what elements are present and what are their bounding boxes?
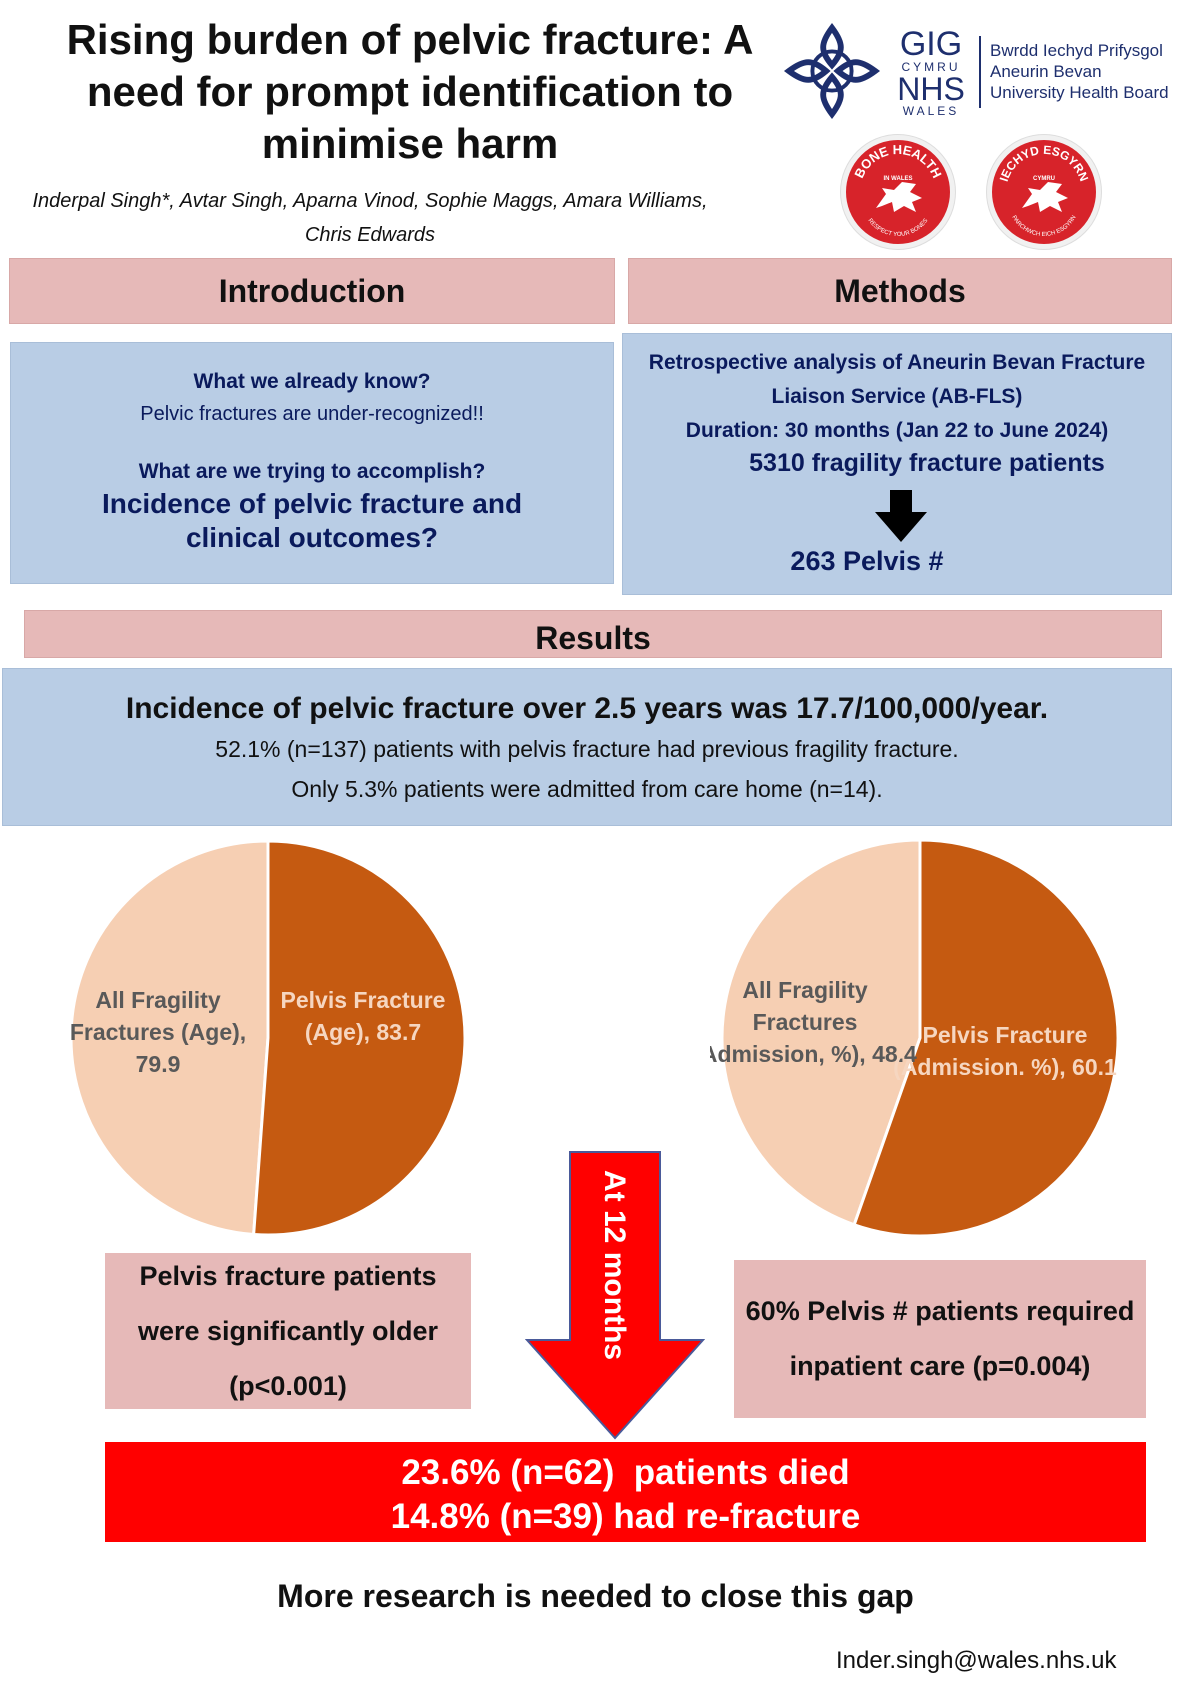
results-summary-box: Incidence of pelvic fracture over 2.5 ye… [2, 668, 1172, 826]
gig-label: GIG [899, 25, 963, 63]
outcomes-box: 23.6% (n=62) patients died 14.8% (n=39) … [105, 1442, 1146, 1542]
celtic-knot-icon [783, 22, 881, 120]
outcome-died: 23.6% (n=62) patients died [401, 1453, 850, 1492]
poster-authors: Inderpal Singh*, Avtar Singh, Aparna Vin… [32, 190, 708, 246]
intro-question-1: What we already know? [193, 370, 431, 393]
intro-question-2: What are we trying to accomplish? [138, 460, 486, 483]
nhs-label: NHS [897, 71, 965, 107]
results-line-2: Only 5.3% patients were admitted from ca… [291, 776, 883, 802]
methods-line-1: Retrospective analysis of Aneurin Bevan … [648, 351, 1146, 374]
methods-heading: Methods [628, 258, 1172, 324]
svg-text:PARCHWCH EICH ESGYRN: PARCHWCH EICH ESGYRN [1010, 215, 1077, 238]
pie-slice [70, 839, 270, 1237]
badge1-mid-text: IN WALES [883, 176, 912, 182]
svg-text:BONE HEALTH: BONE HEALTH [851, 142, 944, 180]
methods-box: Retrospective analysis of Aneurin Bevan … [622, 333, 1172, 595]
outcome-refracture: 14.8% (n=39) had re-fracture [390, 1497, 861, 1536]
conclusion: More research is needed to close this ga… [277, 1578, 914, 1614]
intro-answer-2: Incidence of pelvic fracture and clinica… [101, 488, 523, 553]
cymru-label: CYMRU [901, 60, 961, 74]
iechyd-esgyrn-badge: IECHYD ESGYRN CYMRU PARCHWCH EICH ESGYRN [987, 135, 1101, 249]
badge1-top-text: BONE HEALTH [851, 142, 944, 180]
results-line-1: 52.1% (n=137) patients with pelvis fract… [215, 736, 959, 762]
introduction-box: What we already know? Pelvic fractures a… [10, 342, 614, 584]
pie-slice [852, 838, 1120, 1238]
pie-slice-label: Pelvis Fracture(Age), 83.7 [281, 987, 446, 1045]
logo-divider [979, 36, 981, 108]
intro-answer-1: Pelvic fractures are under-recognized!! [140, 403, 484, 425]
pie-slice [720, 838, 922, 1227]
methods-line-5: 263 Pelvis # [790, 546, 944, 576]
at-12-months-arrow: At 12 months [525, 1151, 705, 1440]
dragon-icon [1022, 182, 1068, 212]
board-name-line2: Aneurin Bevan [990, 62, 1102, 81]
board-name-line3: University Health Board [990, 83, 1169, 102]
finding-age-box: Pelvis fracture patients were significan… [105, 1253, 471, 1409]
at-12-months-label: At 12 months [598, 1170, 631, 1360]
svg-text:RESPECT YOUR BONES: RESPECT YOUR BONES [867, 218, 930, 238]
results-headline: Incidence of pelvic fracture over 2.5 ye… [125, 692, 1049, 725]
pie-slice-label: Pelvis Fracture(Admission. %), 60.1 [893, 1022, 1117, 1080]
board-name-line1: Bwrdd Iechyd Prifysgol [990, 41, 1163, 60]
introduction-heading: Introduction [9, 258, 615, 324]
nhs-wales-logo: GIG CYMRU NHS WALES Bwrdd Iechyd Prifysg… [783, 22, 1183, 122]
dragon-icon [876, 182, 922, 212]
badge2-mid-text: CYMRU [1033, 176, 1055, 182]
wales-label: WALES [902, 104, 960, 118]
badge1-bottom-text: RESPECT YOUR BONES [867, 218, 930, 238]
methods-line-2: Liaison Service (AB-FLS) [771, 385, 1023, 408]
contact-email[interactable]: Inder.singh@wales.nhs.uk [836, 1647, 1117, 1674]
pie-slice [252, 839, 467, 1237]
methods-line-3: Duration: 30 months (Jan 22 to June 2024… [685, 419, 1109, 442]
methods-line-4: 5310 fragility fracture patients [749, 449, 1105, 477]
poster-title: Rising burden of pelvic fracture: A need… [66, 16, 754, 167]
finding-admission-box: 60% Pelvis # patients required inpatient… [734, 1260, 1146, 1418]
down-arrow-icon [875, 490, 927, 542]
bone-health-badge: BONE HEALTH IN WALES RESPECT YOUR BONES [841, 135, 955, 249]
results-heading: Results [24, 610, 1162, 658]
badge2-bottom-text: PARCHWCH EICH ESGYRN [1010, 215, 1077, 238]
